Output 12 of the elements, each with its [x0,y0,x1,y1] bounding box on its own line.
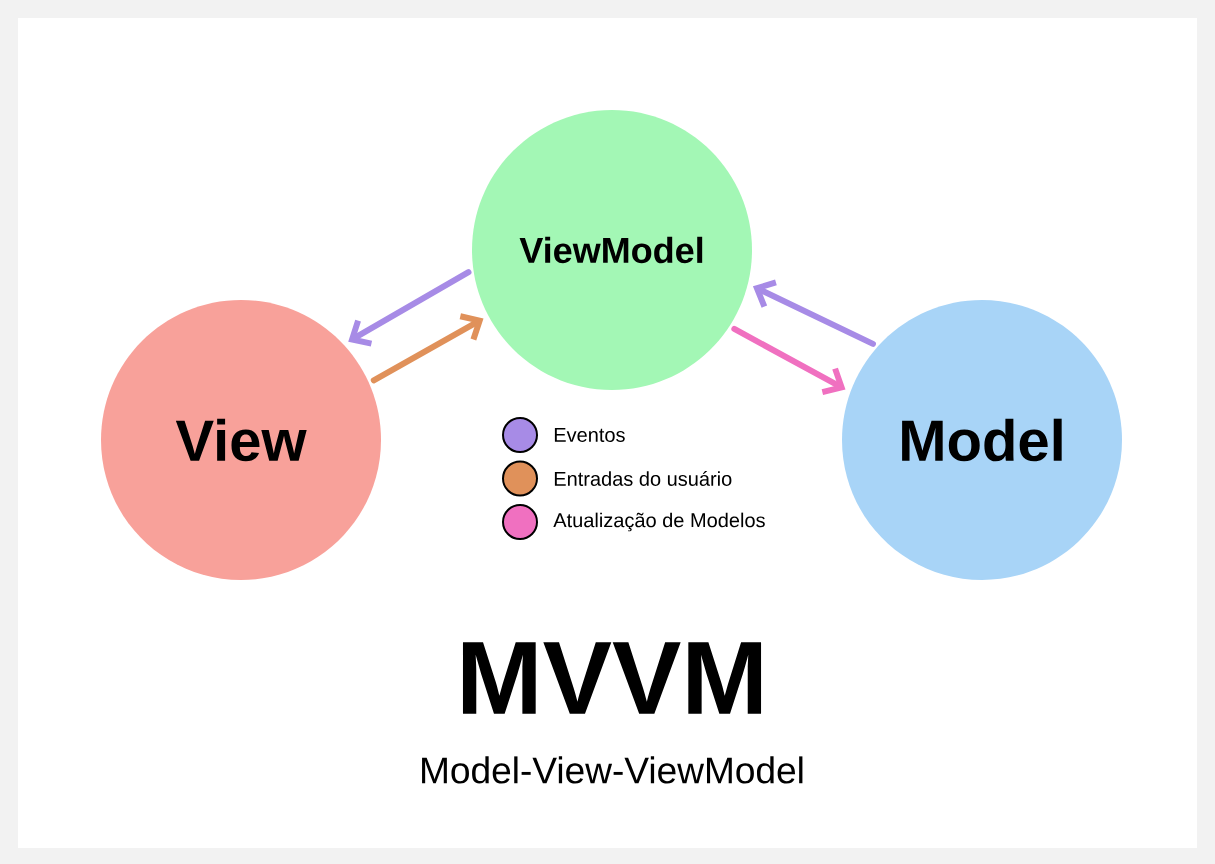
arrow [348,269,472,347]
legend-label: Entradas do usuário [554,471,732,486]
arrow [752,279,876,347]
circle-node: ViewModel [472,110,752,390]
circle-node: View [101,300,381,580]
title: MVVM [462,642,762,714]
arrow [370,313,484,384]
legend-label: Eventos [554,428,625,442]
arrow [731,325,846,395]
circle-node: Model [842,300,1122,580]
caption: Model-View-ViewModel [422,756,803,784]
legend-label: Atualização de Modelos [553,512,765,532]
